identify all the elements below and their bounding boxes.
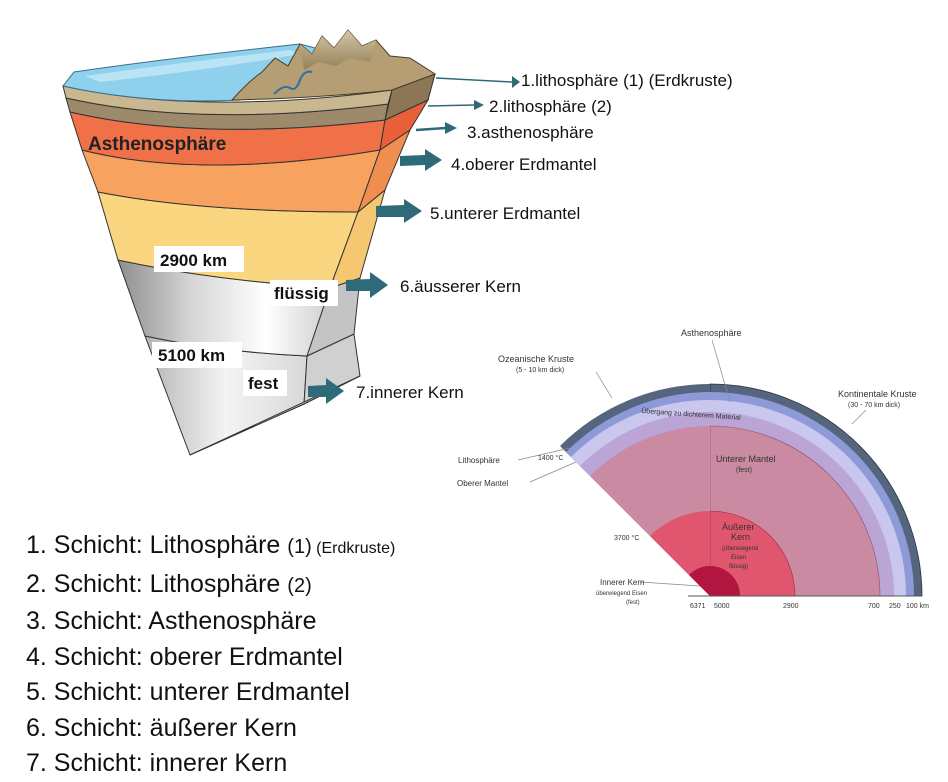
callouts: 1.lithosphäre (1) (Erdkruste) 2.lithosph…: [308, 71, 733, 404]
layer-list-item-1: 1. Schicht: Lithosphäre (1) (Erdkruste): [26, 528, 586, 567]
earth-cross-section: Asthenosphäre Ozeanische Kruste (5 - 10 …: [457, 328, 929, 610]
wedge-river: [273, 70, 313, 95]
callout-arrow-7: [308, 378, 344, 404]
callout-arrow-5: [376, 199, 422, 223]
callout-arrow-2: [427, 104, 475, 107]
layer-list-item-1-extra: (Erdkruste): [311, 540, 396, 557]
callout-label-1: 1.lithosphäre (1) (Erdkruste): [521, 71, 733, 90]
section-oceanic-crust-label: Ozeanische Kruste: [498, 354, 574, 364]
layer-list-item-2: 2. Schicht: Lithosphäre (2): [26, 567, 586, 605]
callout-label-6: 6.äusserer Kern: [400, 277, 521, 296]
section-inner-core-2: überwiegend Eisen: [596, 591, 647, 597]
callout-label-2: 2.lithosphäre (2): [489, 97, 612, 116]
scale-100km: 100 km: [906, 603, 929, 610]
layer-list-item-7: 7. Schicht: innerer Kern: [26, 746, 586, 782]
callout-label-7: 7.innerer Kern: [356, 383, 464, 402]
section-lithosphere-label: Lithosphäre: [458, 456, 500, 465]
layer-list-item-6-text: 6. Schicht: äußerer Kern: [26, 713, 297, 742]
leader-lithosphere: [517, 447, 571, 461]
layer-list-item-2-text: 2. Schicht: Lithosphäre: [26, 569, 288, 598]
section-outer-core-1: Äußerer: [722, 522, 755, 532]
callout-label-5: 5.unterer Erdmantel: [430, 204, 580, 223]
callout-label-3: 3.asthenosphäre: [467, 123, 594, 142]
callout-arrow-3: [415, 126, 447, 132]
section-temp-3700: 3700 °C: [614, 534, 639, 542]
section-outer-core-3: (überwiegend: [722, 546, 758, 552]
callout-arrow-2-head: [474, 100, 484, 110]
section-outer-core-4: Eisen: [731, 555, 746, 561]
depth-2900-box: [154, 246, 244, 272]
layer-list-item-4: 4. Schicht: oberer Erdmantel: [26, 640, 586, 676]
callout-arrow-3-head: [445, 122, 457, 134]
section-left-inner-core: [689, 566, 710, 596]
callout-arrow-1-head: [512, 76, 520, 88]
wedge-mountain-ridges: [300, 30, 376, 70]
section-lower-mantle-label: Unterer Mantel: [716, 454, 776, 464]
scale-5000: 5000: [714, 603, 730, 610]
layer-list-item-5-text: 5. Schicht: unterer Erdmantel: [26, 678, 350, 706]
liquid-label: flüssig: [274, 284, 329, 303]
callout-label-4: 4.oberer Erdmantel: [451, 155, 597, 174]
callout-arrow-4: [400, 149, 442, 171]
section-outer-core: [709, 510, 796, 597]
section-upper-mantle-label: Oberer Mantel: [457, 479, 508, 488]
section-inner-core-1: Innerer Kern: [600, 578, 644, 587]
scale-6371: 6371: [690, 603, 706, 610]
wedge-ocean-highlight: [85, 50, 300, 82]
section-outer-core-5: flüssig): [729, 564, 748, 570]
section-continental-crust-thickness: (30 - 70 km dick): [848, 402, 900, 409]
layer-list-item-7-text: 7. Schicht: innerer Kern: [26, 749, 288, 777]
callout-arrow-6: [346, 272, 388, 298]
leader-oceanic-crust: [595, 371, 613, 399]
asthenosphere-label: Asthenosphäre: [88, 134, 226, 155]
section-oceanic-crust-thickness: (5 - 10 km dick): [516, 367, 564, 374]
layer-list: 1. Schicht: Lithosphäre (1) (Erdkruste) …: [26, 528, 586, 782]
layer-list-item-2-paren: (2): [287, 574, 312, 597]
leader-inner-core: [639, 581, 701, 587]
leader-continental-crust: [851, 409, 867, 425]
layer-list-item-4-text: 4. Schicht: oberer Erdmantel: [26, 642, 343, 671]
section-inner-core-3: (fest): [626, 600, 640, 606]
layer-list-item-3-text: 3. Schicht: Asthenosphäre: [26, 607, 317, 635]
section-outer-core-2: Kern: [731, 532, 750, 542]
callout-arrow-1: [435, 77, 513, 83]
depth-5100-label: 5100 km: [158, 346, 225, 365]
liquid-box: [270, 280, 338, 306]
layer-list-item-1-text: 1. Schicht: Lithosphäre: [26, 531, 288, 559]
leader-asthenosphere: [711, 339, 731, 403]
scale-250: 250: [889, 603, 901, 610]
depth-2900-label: 2900 km: [160, 251, 227, 270]
leader-upper-mantle: [529, 461, 577, 483]
section-inner-core: [710, 566, 740, 596]
section-temp-1400: 1400 °C: [538, 454, 563, 462]
scale-700: 700: [868, 603, 880, 610]
layer-list-item-6: 6. Schicht: äußerer Kern: [26, 711, 586, 747]
depth-5100-box: [152, 342, 242, 368]
layer-list-item-5: 5. Schicht: unterer Erdmantel: [26, 675, 586, 711]
layer-list-item-1-paren: (1): [287, 536, 312, 558]
solid-label: fest: [248, 374, 279, 393]
scale-2900: 2900: [783, 603, 799, 610]
solid-box: [243, 370, 287, 396]
layer-list-item-3: 3. Schicht: Asthenosphäre: [26, 604, 586, 640]
section-lower-mantle-state: (fest): [736, 467, 752, 474]
section-asthenosphere-label: Asthenosphäre: [681, 328, 742, 338]
section-continental-crust-label: Kontinentale Kruste: [838, 389, 917, 399]
